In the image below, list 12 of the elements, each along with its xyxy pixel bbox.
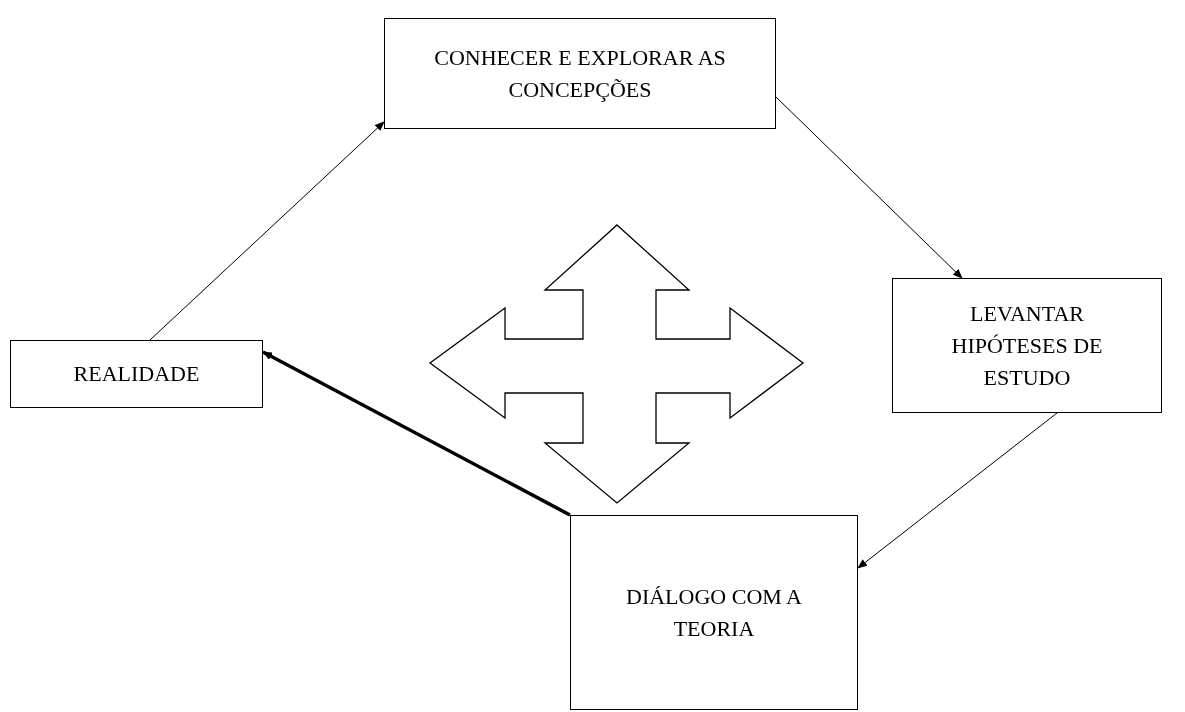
arrow [775, 96, 963, 279]
arrow [149, 121, 385, 341]
process-box [570, 515, 858, 710]
arrow [857, 412, 1058, 569]
box-label: DIÁLOGO COM A TEORIA [625, 582, 803, 643]
arrow [262, 350, 571, 517]
box-label: LEVANTAR HIPÓTESES DE ESTUDO [950, 299, 1104, 392]
box-label: REALIDADE [72, 360, 201, 388]
process-box [384, 18, 776, 129]
box-label: CONHECER E EXPLORAR AS CONCEPÇÕES [433, 43, 727, 104]
process-box [10, 340, 263, 408]
process-box [892, 278, 1162, 413]
